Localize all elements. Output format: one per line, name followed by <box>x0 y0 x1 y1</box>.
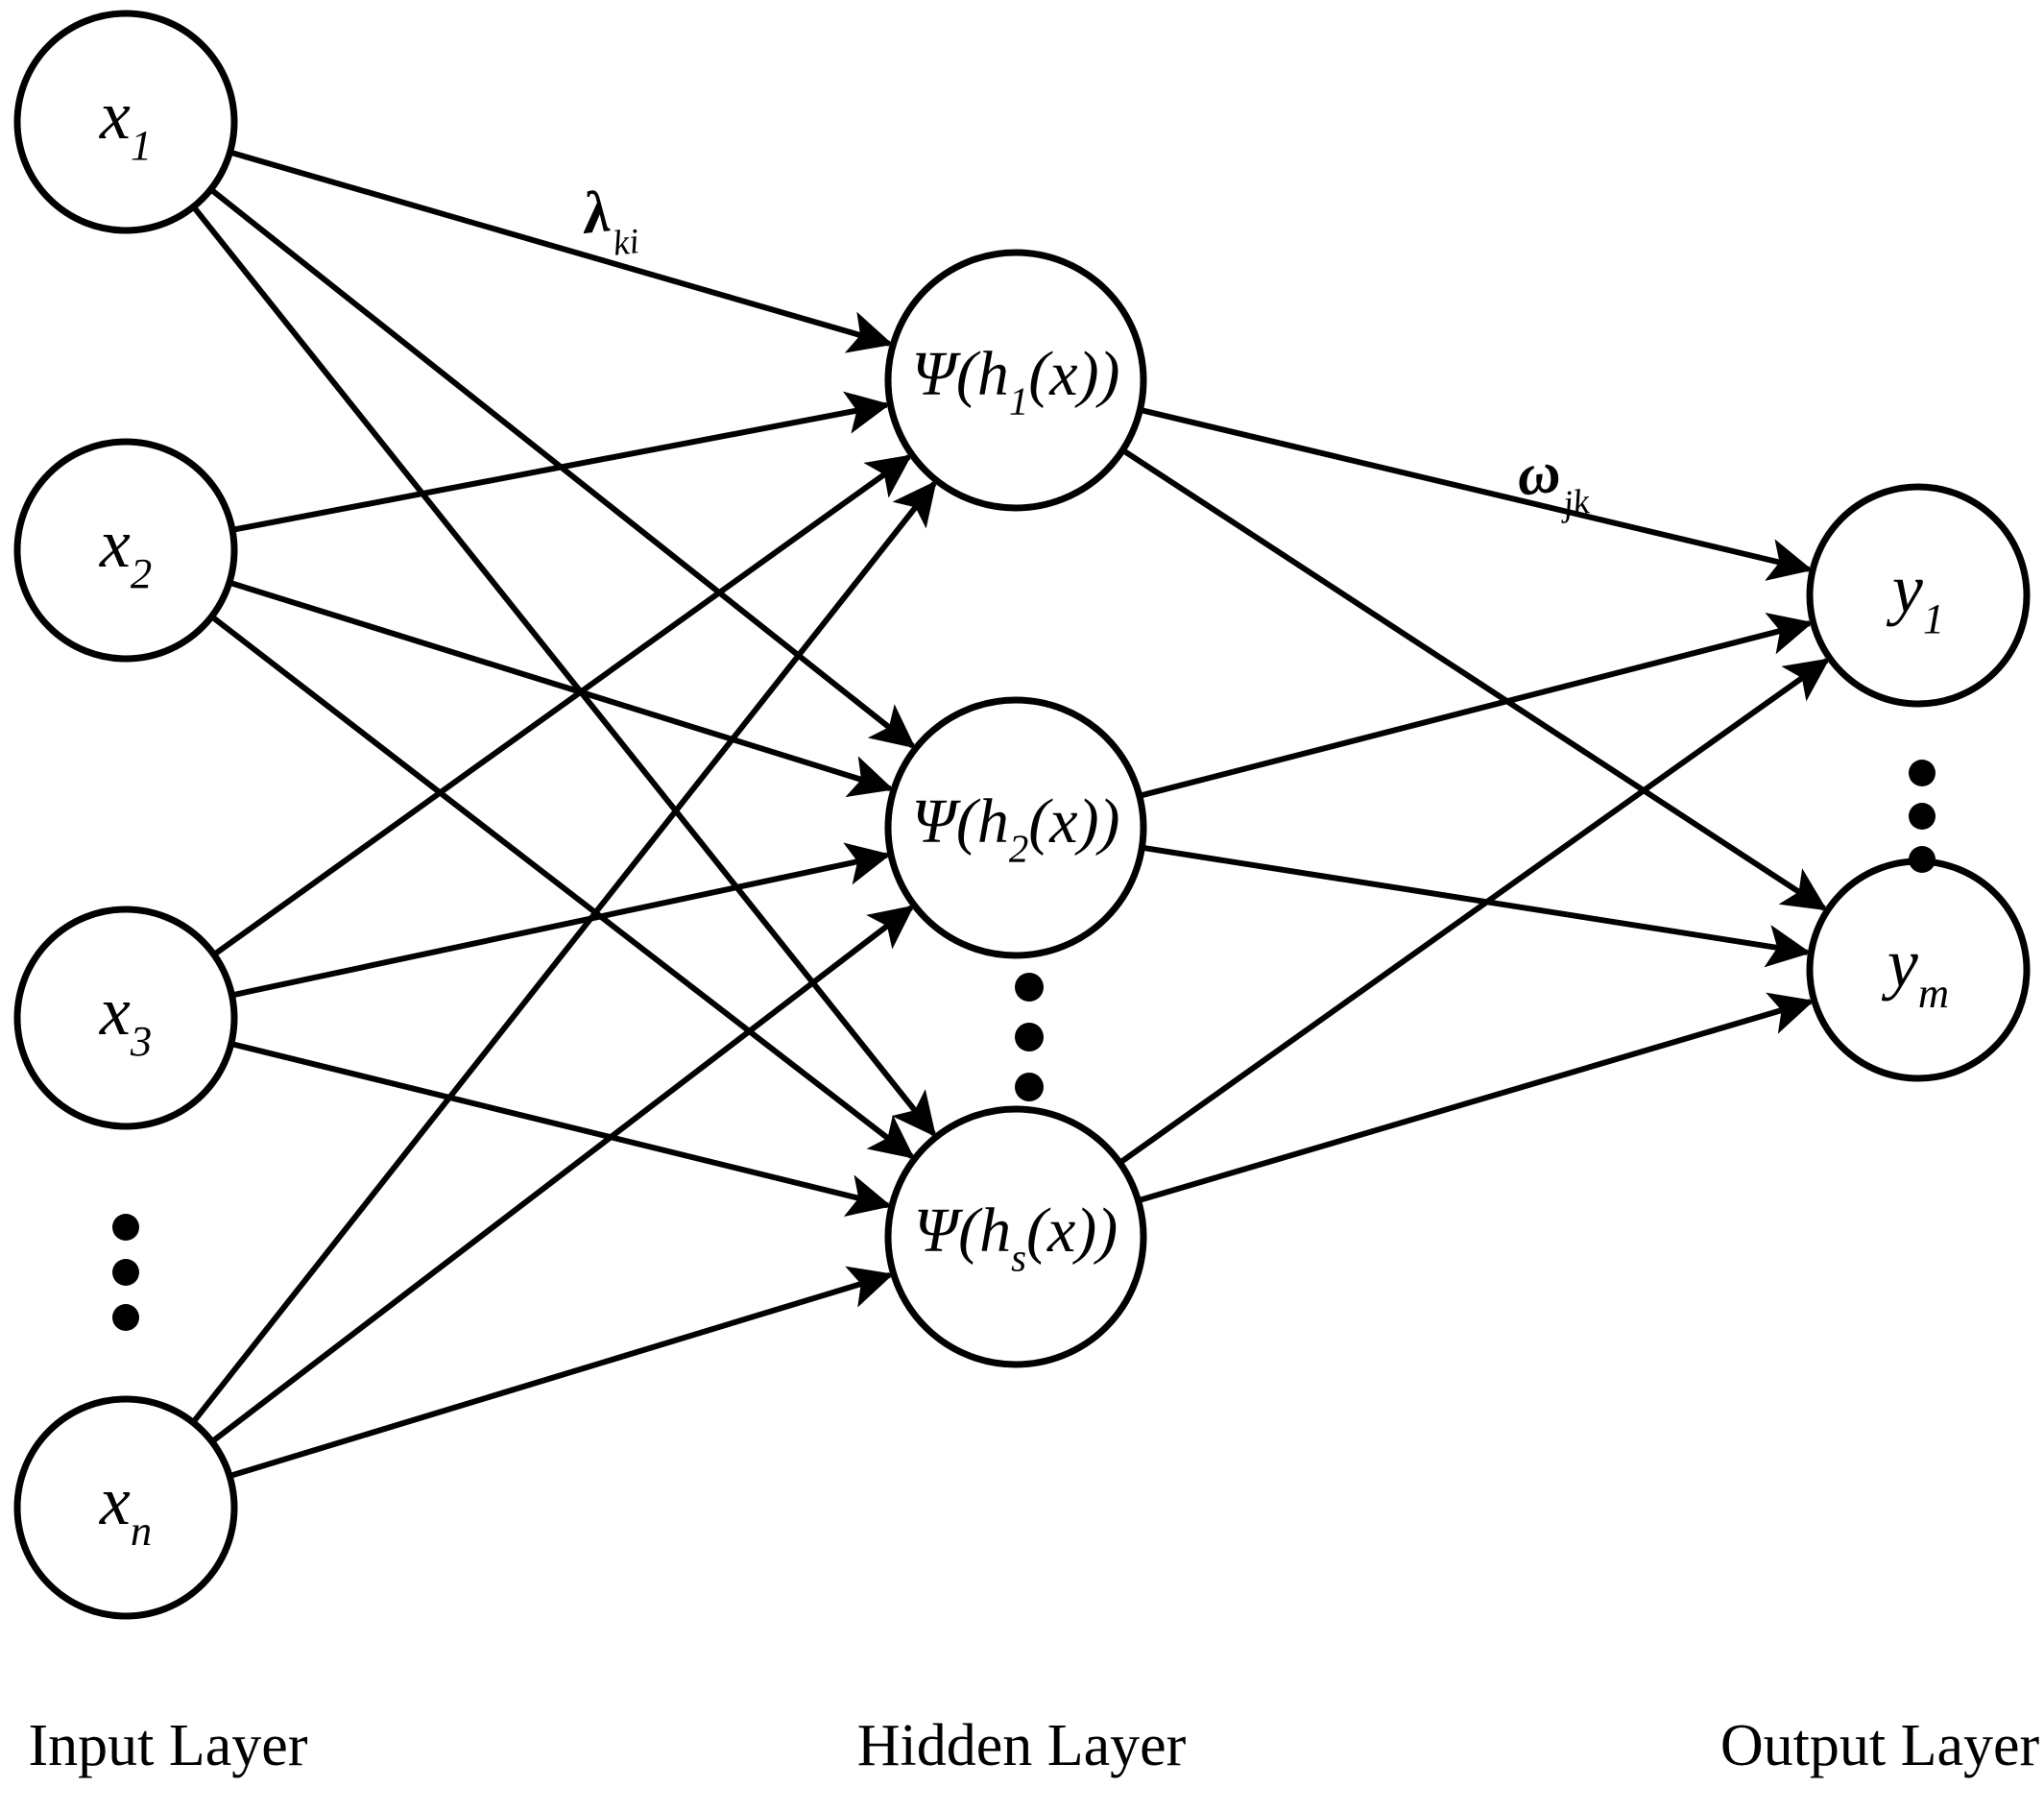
weight-label-lambda-ki: λki <box>577 176 640 266</box>
ellipsis-dot-output-3 <box>1909 846 1936 873</box>
vertical-ellipsis-input-layer <box>112 1214 139 1331</box>
edge-hs-to-ym <box>1137 992 1815 1204</box>
node-h2[interactable]: Ψ(h2(x)) <box>884 696 1147 959</box>
edge-x2-to-h2 <box>228 579 895 798</box>
edge-group-input-to-hidden <box>190 149 937 1479</box>
node-label-h1: Ψ(h1(x)) <box>911 339 1119 423</box>
edge-x2-to-hs <box>209 614 915 1159</box>
layer-caption-output: Output Layer <box>1720 1713 2040 1778</box>
node-circle-hs <box>884 1105 1147 1368</box>
edge-h2-to-ym <box>1141 844 1812 968</box>
vertical-ellipsis-output-layer <box>1909 760 1936 873</box>
ellipsis-dot-input-3 <box>112 1304 139 1331</box>
ellipsis-dot-hidden-3 <box>1015 1073 1044 1101</box>
edge-h2-to-y1 <box>1139 612 1814 799</box>
node-label-x2: x2 <box>99 505 152 597</box>
ellipsis-dot-input-1 <box>112 1214 139 1241</box>
node-circle-x1 <box>13 10 238 234</box>
edge-x1-to-h1 <box>228 149 894 353</box>
node-label-ym: ym <box>1881 925 1949 1017</box>
edge-x2-to-h1 <box>231 391 891 533</box>
edge-group-hidden-to-output <box>1118 406 1830 1204</box>
node-label-h2: Ψ(h2(x)) <box>911 786 1119 870</box>
node-ym[interactable]: ym <box>1806 858 2031 1082</box>
node-xn[interactable]: xn <box>13 1395 238 1620</box>
edge-hs-to-y1 <box>1118 658 1830 1166</box>
edge-xn-to-h1 <box>190 480 937 1425</box>
node-x1[interactable]: x1 <box>13 10 238 234</box>
weight-label-omega-jk: ωjk <box>1514 436 1593 528</box>
node-y1[interactable]: y1 <box>1806 483 2031 708</box>
layer-caption-hidden: Hidden Layer <box>857 1713 1187 1778</box>
edge-x3-to-h1 <box>212 454 912 957</box>
node-circle-h2 <box>884 696 1147 959</box>
node-label-x1: x1 <box>99 77 152 169</box>
node-circle-x2 <box>13 438 238 663</box>
node-label-x3: x3 <box>99 973 152 1065</box>
node-group-output-layer: y1 ym <box>1806 483 2031 1082</box>
node-group-input-layer: x1 x2 x3 xn <box>13 10 238 1620</box>
node-hs[interactable]: Ψ(hs(x)) <box>884 1105 1147 1368</box>
weight-label-group: λki ωjk <box>577 176 1593 528</box>
edge-xn-to-hs <box>228 1266 894 1479</box>
edge-x1-to-hs <box>191 205 937 1138</box>
ellipsis-dot-input-2 <box>112 1259 139 1286</box>
node-circle-xn <box>13 1395 238 1620</box>
layer-caption-input: Input Layer <box>29 1713 308 1778</box>
node-label-hs: Ψ(hs(x)) <box>914 1196 1118 1279</box>
node-label-y1: y1 <box>1886 550 1944 642</box>
node-group-hidden-layer: Ψ(h1(x)) Ψ(h2(x)) Ψ(hs(x)) <box>884 249 1147 1368</box>
ellipsis-dot-output-2 <box>1909 803 1936 830</box>
node-circle-h1 <box>884 249 1147 512</box>
edge-h1-to-y1 <box>1139 406 1814 581</box>
node-circle-x3 <box>13 906 238 1130</box>
node-circle-y1 <box>1806 483 2031 708</box>
edge-x3-to-hs <box>230 1041 892 1218</box>
node-label-xn: xn <box>99 1462 152 1555</box>
ellipsis-dot-output-1 <box>1909 760 1936 786</box>
node-h1[interactable]: Ψ(h1(x)) <box>884 249 1147 512</box>
vertical-ellipsis-hidden-layer <box>1015 973 1044 1101</box>
node-x2[interactable]: x2 <box>13 438 238 663</box>
edge-h1-to-ym <box>1120 447 1828 911</box>
edge-xn-to-h2 <box>209 905 915 1444</box>
edge-x3-to-h2 <box>230 842 891 999</box>
ellipsis-dot-hidden-1 <box>1015 973 1044 1002</box>
ellipsis-dot-hidden-2 <box>1015 1023 1044 1051</box>
node-x3[interactable]: x3 <box>13 906 238 1130</box>
